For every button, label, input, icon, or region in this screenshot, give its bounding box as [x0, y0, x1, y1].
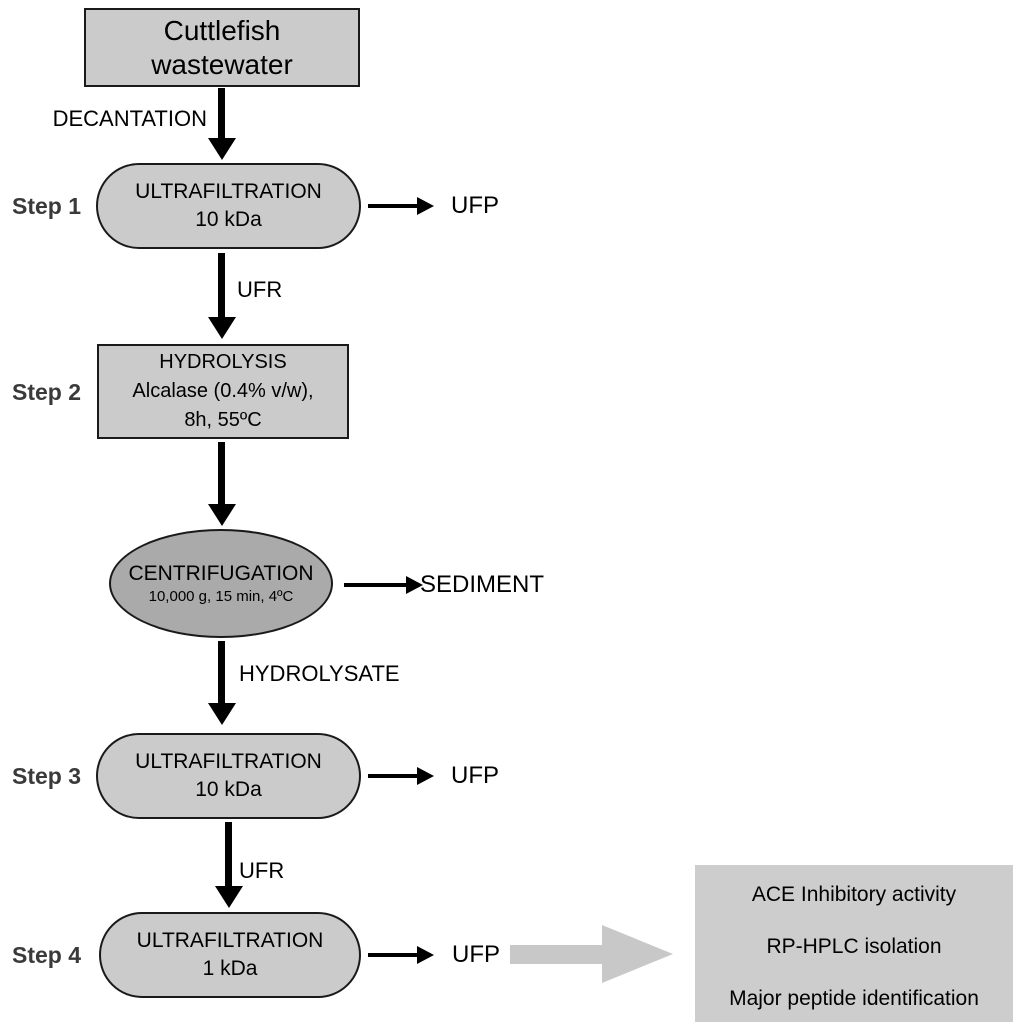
sediment-output-label: SEDIMENT: [420, 571, 545, 598]
step-2-node-hydrolysis: HYDROLYSIS Alcalase (0.4% v/w), 8h, 55ºC: [97, 344, 349, 439]
hydrolysate-arrow-shaft: [218, 641, 225, 705]
step-3-output-arrow-head: [417, 767, 434, 785]
decantation-arrow-shaft: [218, 88, 225, 140]
step-3-node-title: ULTRAFILTRATION: [135, 750, 322, 773]
results-line-rp-hplc-isolation: RP-HPLC isolation: [766, 935, 942, 958]
step-4-label: Step 4: [12, 942, 82, 968]
step-4-output-label-ufp: UFP: [452, 941, 500, 968]
step-2-node-detail-line1: Alcalase (0.4% v/w),: [132, 380, 314, 402]
step-3-node-ultrafiltration: ULTRAFILTRATION 10 kDa: [96, 733, 361, 819]
ufr-arrow-1-head: [208, 317, 236, 339]
centrifugation-detail: 10,000 g, 15 min, 4ºC: [148, 588, 294, 605]
decantation-arrow-head: [208, 138, 236, 160]
step-2-node-detail-line2: 8h, 55ºC: [184, 409, 262, 431]
step-1-output-arrow-shaft: [368, 204, 417, 208]
step-4-output-arrow-head: [417, 946, 434, 964]
step-2-label: Step 2: [12, 379, 82, 405]
results-line-major-peptide-identification: Major peptide identification: [729, 987, 979, 1010]
step-1-node-detail: 10 kDa: [195, 208, 262, 231]
step-3-output-label-ufp: UFP: [451, 762, 499, 789]
ufr-edge-label-2: UFR: [239, 858, 285, 883]
centrifugation-node: CENTRIFUGATION 10,000 g, 15 min, 4ºC: [109, 529, 333, 638]
ufr-arrow-1-shaft: [218, 253, 225, 319]
hydrolysate-edge-label: HYDROLYSATE: [239, 661, 400, 686]
step-3-output-arrow-shaft: [368, 774, 417, 778]
hydrolysis-to-centrifugation-arrow-shaft: [218, 442, 225, 506]
ufr-arrow-2-head: [215, 886, 243, 908]
step-3-label: Step 3: [12, 763, 82, 789]
results-line-ace-inhibitory-activity: ACE Inhibitory activity: [751, 883, 957, 906]
step-4-node-ultrafiltration: ULTRAFILTRATION 1 kDa: [99, 912, 361, 998]
centrifugation-title: CENTRIFUGATION: [128, 562, 314, 585]
step-1-output-label-ufp: UFP: [451, 192, 499, 219]
step-4-node-title: ULTRAFILTRATION: [136, 929, 324, 952]
results-arrow-body: [510, 945, 602, 964]
ufr-arrow-2-shaft: [225, 822, 232, 888]
step-4-output-arrow-shaft: [368, 953, 417, 957]
step-1-node-title: ULTRAFILTRATION: [135, 180, 322, 203]
step-1-node-ultrafiltration: ULTRAFILTRATION 10 kDa: [96, 163, 361, 249]
decantation-edge-label: DECANTATION: [52, 106, 207, 131]
step-1-output-arrow-head: [417, 197, 434, 215]
results-box: ACE Inhibitory activity RP-HPLC isolatio…: [695, 865, 1013, 1022]
step-4-node-detail: 1 kDa: [202, 957, 258, 980]
step-1-label: Step 1: [12, 193, 82, 219]
hydrolysate-arrow-head: [208, 703, 236, 725]
sediment-arrow-head: [406, 576, 423, 594]
source-node-label: Cuttlefish wastewater: [151, 14, 293, 80]
results-arrow-head: [602, 925, 673, 983]
step-3-node-detail: 10 kDa: [195, 778, 262, 801]
source-node-cuttlefish-wastewater: Cuttlefish wastewater: [84, 8, 360, 87]
hydrolysis-to-centrifugation-arrow-head: [208, 504, 236, 526]
ufr-edge-label-1: UFR: [237, 277, 283, 302]
sediment-arrow-shaft: [344, 583, 406, 587]
step-2-node-title: HYDROLYSIS: [159, 351, 287, 373]
